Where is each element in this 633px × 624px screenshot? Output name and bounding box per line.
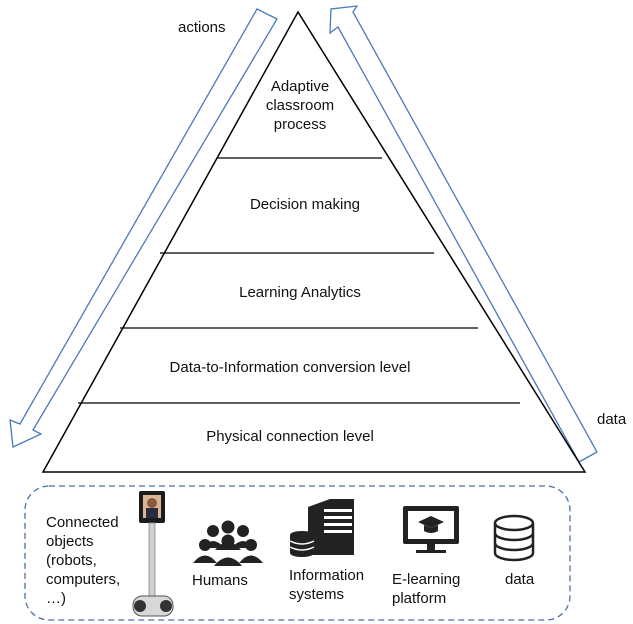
level-data-to-information: Data-to-Information conversion level bbox=[169, 359, 411, 376]
information-systems-label: Information systems bbox=[289, 567, 365, 603]
elearning-platform-label: E-learning platform bbox=[392, 571, 461, 607]
humans-label: Humans bbox=[192, 572, 248, 589]
level-learning-analytics: Learning Analytics bbox=[239, 284, 361, 301]
actions-label: actions bbox=[178, 19, 226, 36]
data-source-label: data bbox=[505, 571, 535, 588]
level-physical-connection: Physical connection level bbox=[206, 428, 374, 445]
data-flow-label: data bbox=[597, 411, 627, 428]
level-decision-making: Decision making bbox=[249, 196, 361, 213]
data-arrow-body bbox=[329, 5, 598, 463]
level-adaptive-classroom-process: Adaptive classroom process bbox=[265, 78, 335, 133]
server-database-icon bbox=[289, 499, 354, 557]
telepresence-robot-icon bbox=[132, 491, 174, 617]
database-cylinder-icon bbox=[493, 514, 535, 562]
actions-arrow bbox=[9, 8, 278, 448]
sources-box bbox=[24, 485, 571, 621]
pyramid-outline bbox=[41, 10, 587, 473]
group-of-people-icon bbox=[193, 520, 263, 566]
connected-objects-label: Connected objects (robots, computers, …) bbox=[46, 514, 121, 607]
monitor-graduation-cap-icon bbox=[403, 506, 459, 553]
